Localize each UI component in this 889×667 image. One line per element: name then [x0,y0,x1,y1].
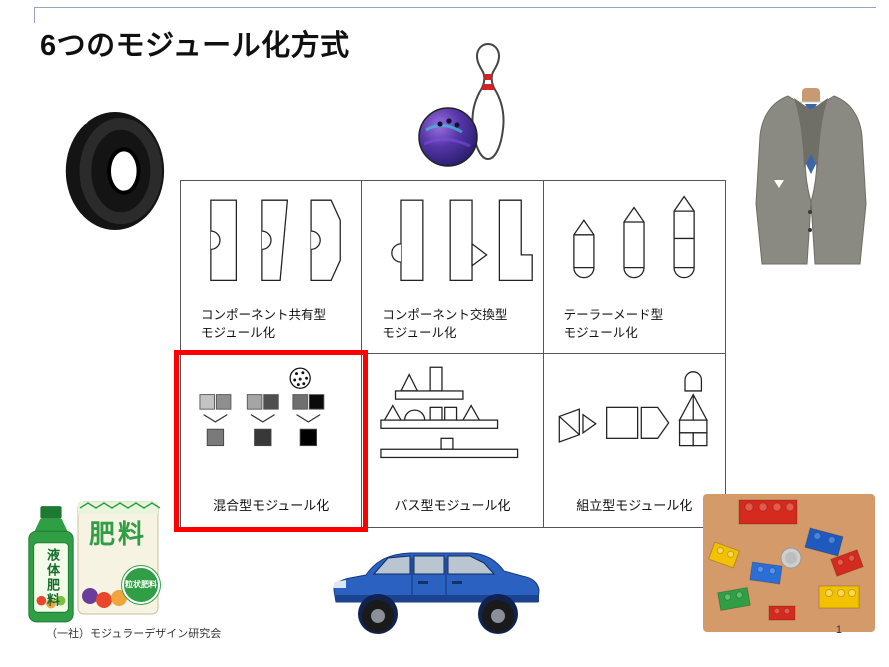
diagram-bus [380,366,519,459]
diagram-component-sharing [210,199,342,281]
cell-label-line1: コンポーネント交換型 [382,307,508,322]
cell-assembly: 組立型モジュール化 [544,354,725,527]
page-number: 1 [835,624,842,636]
tire-image [57,112,165,230]
cell-label-line1: コンポーネント共有型 [201,307,327,322]
fertilizer-bottle-label: 液体肥料 [45,548,60,608]
cell-component-sharing: コンポーネント共有型 モジュール化 [181,181,363,354]
top-border-line [34,7,876,23]
cell-component-swapping: コンポーネント交換型 モジュール化 [362,181,544,354]
fertilizer-bottle-image [28,506,74,623]
car-image [333,552,540,634]
fertilizer-bag-badge: 粒状肥料 [122,566,160,604]
fertilizer-bag-label: 肥料 [88,519,147,549]
cell-label-assembly: 組立型モジュール化 [576,498,693,514]
cell-tailor-made: テーラーメード型 モジュール化 [543,181,725,354]
module-type-table: コンポーネント共有型 モジュール化 コンポーネント交換型 モジュール化 [180,180,726,528]
cell-mixing: 混合型モジュール化 [181,354,363,527]
diagram-mixing [199,367,325,447]
cell-label-component-sharing: コンポーネント共有型 モジュール化 [201,306,355,342]
cell-label-mixing: 混合型モジュール化 [213,498,330,514]
cell-label-line2: モジュール化 [201,325,276,340]
bowling-pin [471,42,505,161]
cell-label-bus: バス型モジュール化 [394,498,511,514]
diagram-tailor-made [573,195,696,279]
cell-label-line1: テーラーメード型 [563,307,664,322]
footer-text: （一社）モジュラーデザイン研究会 [46,628,222,640]
slide-title: 6つのモジュール化方式 [40,30,350,62]
cell-label-component-swapping: コンポーネント交換型 モジュール化 [382,306,536,342]
diagram-assembly [558,371,709,447]
bowling-image [418,42,505,167]
cell-bus: バス型モジュール化 [362,354,544,527]
diagram-component-swapping [391,199,534,281]
bowling-ball [418,107,478,167]
cell-label-tailor-made: テーラーメード型 モジュール化 [564,306,719,342]
suit-image [755,88,867,265]
cell-label-line2: モジュール化 [563,325,638,340]
cell-label-line2: モジュール化 [382,325,457,340]
lego-image [703,494,875,632]
